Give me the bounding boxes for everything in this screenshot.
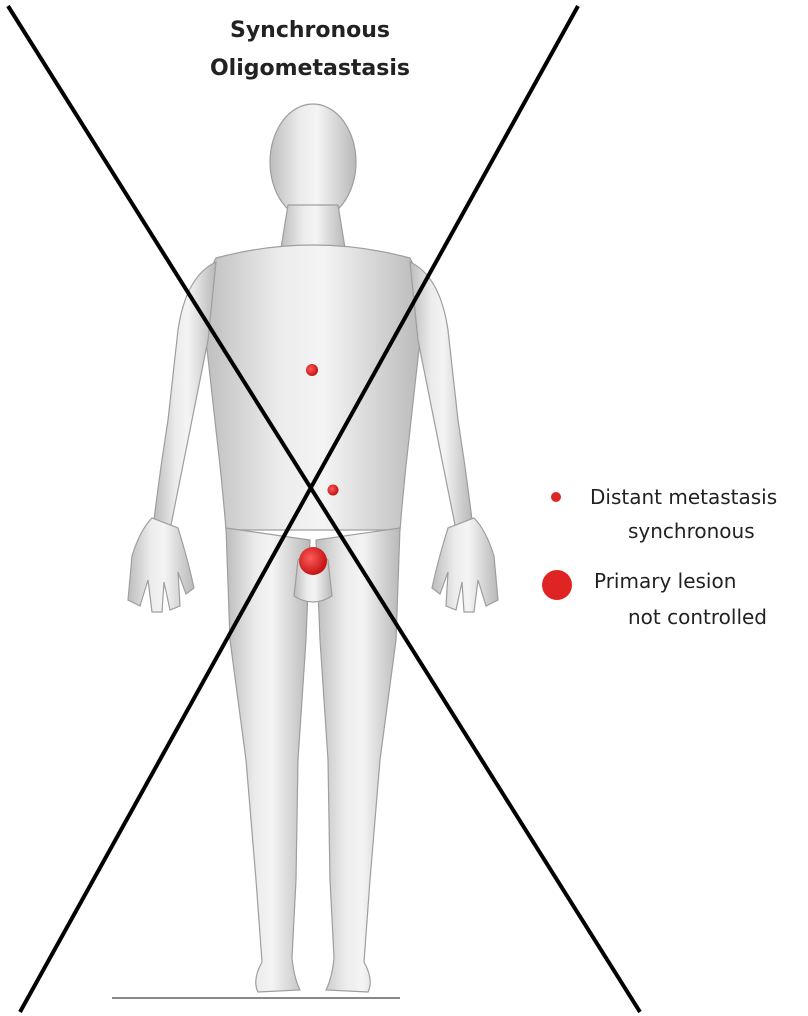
head xyxy=(270,104,356,220)
legend-metastasis-line-2: synchronous xyxy=(628,514,755,548)
legend-primary-line-2: not controlled xyxy=(628,600,767,634)
metastasis-dot-icon xyxy=(551,492,561,502)
legend-item-metastasis: Distant metastasis synchronous xyxy=(548,478,808,548)
left-arm xyxy=(154,262,216,530)
left-hand xyxy=(128,518,194,612)
primary-lesion-dot xyxy=(299,547,327,575)
legend-item-primary: Primary lesion not controlled xyxy=(542,564,808,640)
metastasis-dot-abdomen xyxy=(306,364,318,376)
metastasis-dot-pelvis xyxy=(328,485,339,496)
neck xyxy=(281,205,345,248)
primary-lesion-dot-icon xyxy=(542,570,572,600)
legend-primary-line-1: Primary lesion xyxy=(594,564,736,598)
right-arm xyxy=(410,262,472,530)
legend-metastasis-line-1: Distant metastasis xyxy=(590,480,777,514)
right-hand xyxy=(432,518,498,612)
